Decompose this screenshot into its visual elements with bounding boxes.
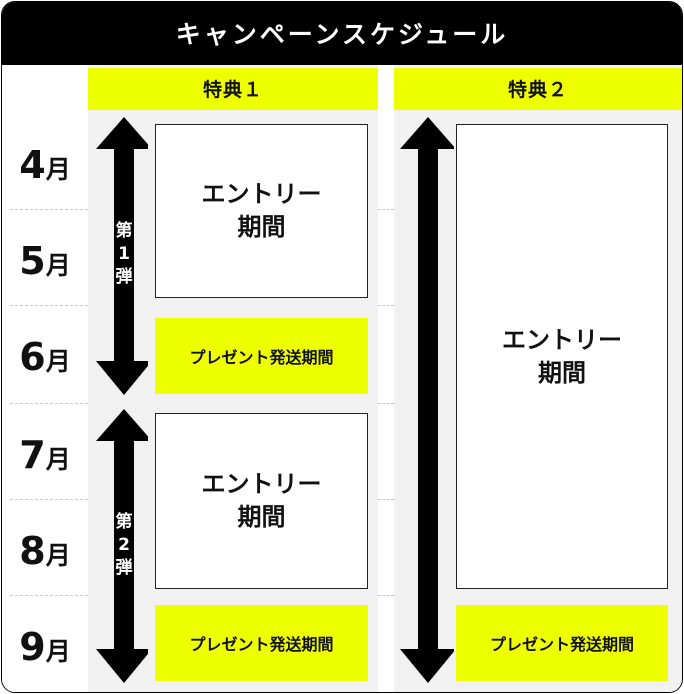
schedule-title: キャンペーンスケジュール <box>2 2 682 65</box>
round1-gift-period: プレゼント発送期間 <box>155 318 368 394</box>
round-arrows <box>96 117 148 683</box>
benefit1-header: 特典１ <box>88 68 378 110</box>
month-divider <box>378 209 394 210</box>
round2-label: 第 2 弾 <box>109 511 139 580</box>
month-unit: 月 <box>45 637 71 666</box>
month-divider <box>10 403 88 404</box>
round2-arrow <box>96 409 148 683</box>
month-label: 8月 <box>2 531 88 576</box>
month-label: 5月 <box>2 241 88 286</box>
column-gap <box>378 65 394 692</box>
month-divider <box>378 305 394 306</box>
month-label: 4月 <box>2 145 88 190</box>
round2-entry-period: エントリー 期間 <box>155 413 368 589</box>
round2-label-char: 弾 <box>115 558 133 578</box>
month-label: 9月 <box>2 627 88 672</box>
round1-label-char: 1 <box>118 244 130 264</box>
round1-entry-period: エントリー 期間 <box>155 124 368 298</box>
month-label: 7月 <box>2 435 88 480</box>
benefit1-column: 特典１ 第 1 弾 第 2 弾 エントリー 期間 プレゼント発送期間 エントリー… <box>88 65 378 692</box>
round1-arrow <box>96 117 148 395</box>
benefit2-arrow <box>400 117 454 683</box>
month-unit: 月 <box>45 155 71 184</box>
round2-label-char: 2 <box>118 535 130 555</box>
month-number: 6 <box>19 335 46 379</box>
benefit2-gift-period: プレゼント発送期間 <box>456 605 668 681</box>
month-number: 9 <box>19 625 46 669</box>
month-number: 5 <box>19 239 46 283</box>
benefit2-column: 特典２ エントリー 期間 プレゼント発送期間 <box>394 65 682 692</box>
month-divider <box>10 499 88 500</box>
benefit2-entry-period: エントリー 期間 <box>456 124 668 589</box>
month-divider <box>378 499 394 500</box>
month-unit: 月 <box>45 445 71 474</box>
round2-label-char: 第 <box>115 512 133 532</box>
month-divider <box>10 305 88 306</box>
month-divider <box>10 209 88 210</box>
month-number: 4 <box>19 143 46 187</box>
benefit2-header: 特典２ <box>394 68 682 110</box>
month-divider <box>378 403 394 404</box>
benefit2-arrow-wrap <box>400 117 454 683</box>
month-column: 4月 5月 6月 7月 8月 9月 <box>2 65 88 692</box>
month-divider <box>378 595 394 596</box>
month-unit: 月 <box>45 347 71 376</box>
month-number: 8 <box>19 529 46 573</box>
month-label: 6月 <box>2 337 88 382</box>
round1-label-char: 第 <box>115 221 133 241</box>
month-divider <box>10 595 88 596</box>
month-unit: 月 <box>45 541 71 570</box>
month-unit: 月 <box>45 251 71 280</box>
month-number: 7 <box>19 433 46 477</box>
round2-gift-period: プレゼント発送期間 <box>155 605 368 681</box>
round1-label-char: 弾 <box>115 267 133 287</box>
round1-label: 第 1 弾 <box>109 220 139 289</box>
